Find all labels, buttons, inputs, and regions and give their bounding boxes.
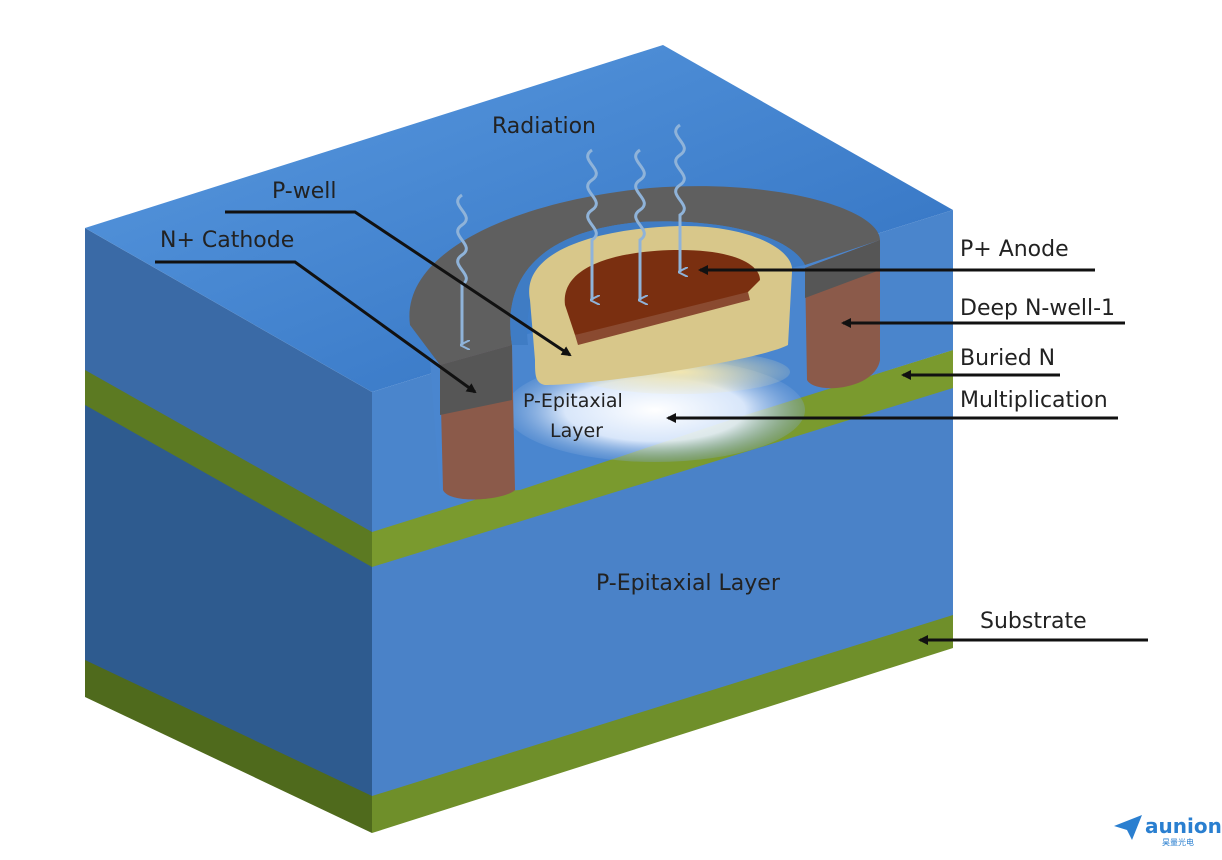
radiation-wave	[456, 193, 467, 345]
label-p-epi-inner-1: P-Epitaxial	[523, 390, 623, 412]
n-cathode-ring	[409, 186, 880, 365]
radiation-wave	[634, 148, 645, 300]
upper-left-face	[85, 228, 372, 532]
label-p-epi-inner-2: Layer	[550, 420, 603, 442]
n-cathode-cap-left	[440, 345, 512, 415]
callout-p-well	[225, 210, 572, 357]
label-p-anode: P+ Anode	[960, 237, 1069, 262]
radiation-wave	[674, 123, 685, 272]
substrate-band-left	[85, 660, 372, 833]
substrate-band-front	[372, 615, 953, 833]
aunion-logo: aunion 昊量光电	[1114, 814, 1222, 847]
logo-subtitle: 昊量光电	[1162, 837, 1194, 847]
logo-name: aunion	[1145, 814, 1222, 838]
label-n-cathode: N+ Cathode	[160, 228, 294, 253]
lower-front-face	[372, 350, 953, 830]
label-buried-n: Buried N	[960, 346, 1055, 371]
radiation-waves	[456, 123, 685, 345]
label-substrate: Substrate	[980, 609, 1087, 634]
radiation-wave	[586, 148, 597, 300]
paper-plane-icon	[1114, 815, 1142, 840]
callout-n-cathode	[155, 260, 477, 394]
callout-lines	[155, 210, 1148, 645]
label-radiation: Radiation	[492, 114, 596, 139]
label-multiplication: Multiplication	[960, 388, 1108, 413]
label-p-epi-main: P-Epitaxial Layer	[596, 571, 781, 596]
p-well-lip	[575, 292, 750, 345]
label-p-well: P-well	[272, 179, 336, 204]
buried-n-left	[85, 368, 372, 567]
label-deep-nwell: Deep N-well-1	[960, 296, 1115, 321]
